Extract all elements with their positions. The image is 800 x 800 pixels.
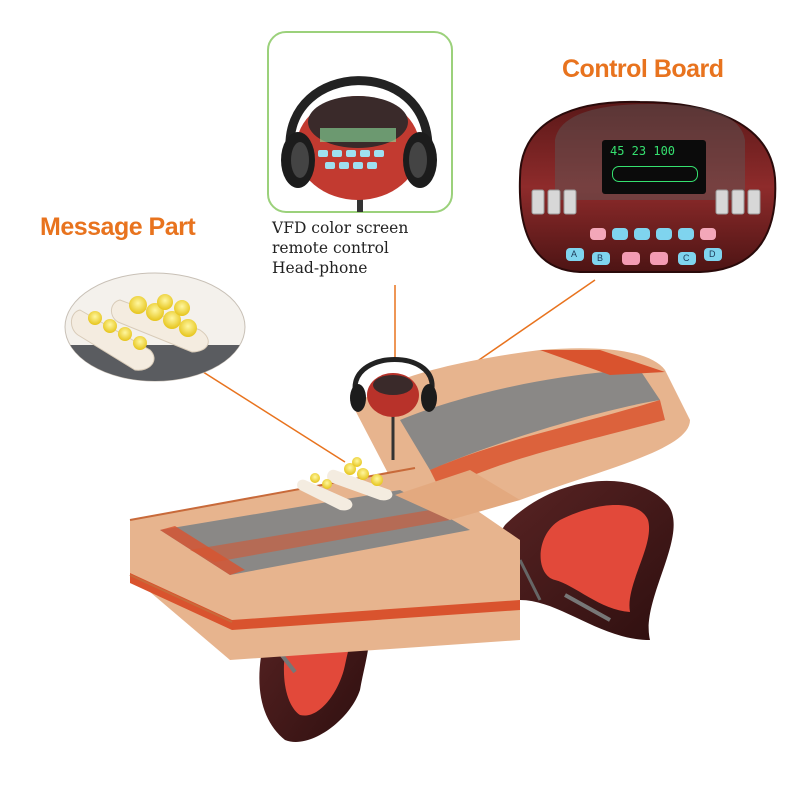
- button-c-label: C: [683, 253, 690, 263]
- message-part-inset: [64, 272, 246, 382]
- button-b-label: B: [597, 253, 604, 263]
- button-d-label: D: [709, 249, 716, 259]
- message-part-label: Message Part: [40, 213, 196, 241]
- bed-mattress: [129, 348, 690, 660]
- headphone-callout-text: VFD color screen remote control Head-pho…: [272, 218, 408, 278]
- callout-line-2: remote control: [272, 239, 389, 257]
- screen-readout: 45 23 100: [610, 144, 676, 158]
- button-a-label: A: [571, 249, 578, 259]
- callout-line-3: Head-phone: [272, 259, 368, 277]
- bed-headphone-stand: [350, 357, 437, 460]
- headphone-inset: [267, 31, 453, 213]
- callout-line-1: VFD color screen: [272, 219, 409, 237]
- control-board-screen: 45 23 100: [602, 140, 706, 194]
- body-outline-icon: [612, 166, 698, 182]
- callout-line-message: [199, 369, 346, 463]
- control-board-label: Control Board: [562, 55, 724, 83]
